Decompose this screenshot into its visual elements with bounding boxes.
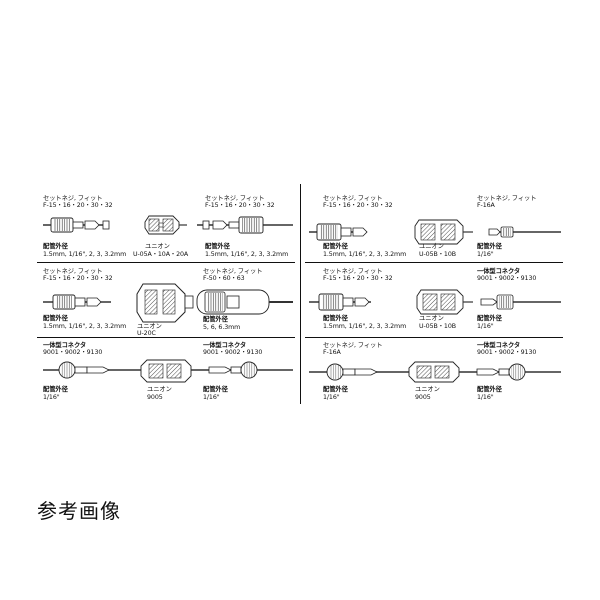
p6-pipe-sizes: 1/16" — [323, 394, 340, 401]
panel-6-drawing — [309, 361, 561, 383]
p4-set-models: F-15・16・20・30・32 — [323, 275, 393, 282]
p2-pipe2-sizes: 1/16" — [477, 251, 494, 258]
p1-pipe-title: 配管外径 — [43, 243, 68, 250]
panel-4-drawing — [309, 289, 561, 315]
p3-set2-models: F-50・60・63 — [203, 275, 245, 282]
p3-pipe2-title: 配管外径 — [203, 316, 228, 323]
p6-pipe2-title: 配管外径 — [477, 386, 502, 393]
p2-pipe-title: 配管外径 — [323, 243, 348, 250]
p2-set-title: セットネジ, フィット — [323, 195, 383, 202]
panel-1-drawing — [43, 215, 293, 235]
p6-union-models: 9005 — [415, 394, 431, 401]
p2-union-title: ユニオン — [419, 243, 444, 250]
p3-union-models: U-20C — [137, 330, 156, 337]
p3-pipe-sizes: 1.5mm, 1/16", 2, 3, 3.2mm — [43, 323, 127, 330]
p6-pipe2-sizes: 1/16" — [477, 394, 494, 401]
p1-set-title: セットネジ, フィット — [43, 195, 103, 202]
p5-union-title: ユニオン — [147, 386, 172, 393]
p5-conn-models: 9001・9002・9130 — [43, 349, 103, 356]
p4-union-title: ユニオン — [419, 315, 444, 322]
p6-conn-models: 9001・9002・9130 — [477, 349, 537, 356]
p1-set2-models: F-15・16・20・30・32 — [205, 202, 275, 209]
p3-set-models: F-15・16・20・30・32 — [43, 275, 113, 282]
panel-3-drawing — [43, 283, 293, 323]
p1-set2-title: セットネジ, フィット — [205, 195, 265, 202]
p3-union-title: ユニオン — [137, 323, 162, 330]
p4-pipe2-title: 配管外径 — [477, 315, 502, 322]
row-divider-right-2 — [305, 337, 563, 338]
p6-pipe-title: 配管外径 — [323, 386, 348, 393]
fitting-drawings — [43, 215, 561, 383]
row-divider-left-1 — [37, 262, 295, 263]
fittings-diagram: セットネジ, フィット F-15・16・20・30・32 配管外径 1.5mm,… — [37, 180, 563, 408]
p6-set-title: セットネジ, フィット — [323, 342, 383, 349]
p1-pipe2-sizes: 1.5mm, 1/16", 2, 3, 3.2mm — [205, 251, 289, 258]
p3-pipe2-sizes: 5, 6, 6.3mm — [203, 324, 241, 331]
p4-conn-title: 一体型コネクタ — [477, 268, 521, 275]
center-divider — [300, 184, 301, 404]
p4-pipe-title: 配管外径 — [323, 315, 348, 322]
p4-pipe-sizes: 1.5mm, 1/16", 2, 3, 3.2mm — [323, 323, 407, 330]
p4-set-title: セットネジ, フィット — [323, 268, 383, 275]
p4-union-models: U-05B・10B — [419, 323, 456, 330]
p2-union-models: U-05B・10B — [419, 251, 456, 258]
p3-set-title: セットネジ, フィット — [43, 268, 103, 275]
p1-union-title: ユニオン — [145, 243, 170, 250]
p5-pipe2-title: 配管外径 — [203, 386, 228, 393]
p1-pipe-sizes: 1.5mm, 1/16", 2, 3, 3.2mm — [43, 251, 127, 258]
panel-5-drawing — [43, 359, 293, 383]
p5-conn2-title: 一体型コネクタ — [203, 342, 247, 349]
p1-union-models: U-05A・10A・20A — [133, 251, 189, 258]
p6-set-models: F-16A — [323, 349, 341, 356]
row-divider-left-2 — [37, 337, 295, 338]
reference-image-caption: 参考画像 — [37, 499, 121, 523]
p4-conn-models: 9001・9002・9130 — [477, 275, 537, 282]
p4-pipe2-sizes: 1/16" — [477, 323, 494, 330]
p6-union-title: ユニオン — [415, 386, 440, 393]
p2-set2-title: セットネジ, フィット — [477, 195, 537, 202]
p5-conn-title: 一体型コネクタ — [43, 342, 87, 349]
p5-pipe-title: 配管外径 — [43, 386, 68, 393]
row-divider-right-1 — [305, 262, 563, 263]
p5-conn2-models: 9001・9002・9130 — [203, 349, 263, 356]
p5-union-models: 9005 — [147, 394, 163, 401]
p5-pipe2-sizes: 1/16" — [203, 394, 220, 401]
p1-pipe2-title: 配管外径 — [205, 243, 230, 250]
p2-pipe-sizes: 1.5mm, 1/16", 2, 3, 3.2mm — [323, 251, 407, 258]
p3-pipe-title: 配管外径 — [43, 315, 68, 322]
p3-set2-title: セットネジ, フィット — [203, 268, 263, 275]
panel-2-drawing — [309, 219, 561, 245]
p2-pipe2-title: 配管外径 — [477, 243, 502, 250]
p1-set-models: F-15・16・20・30・32 — [43, 202, 113, 209]
p6-conn-title: 一体型コネクタ — [477, 342, 521, 349]
p5-pipe-sizes: 1/16" — [43, 394, 60, 401]
p2-set2-models: F-16A — [477, 202, 495, 209]
p2-set-models: F-15・16・20・30・32 — [323, 202, 393, 209]
